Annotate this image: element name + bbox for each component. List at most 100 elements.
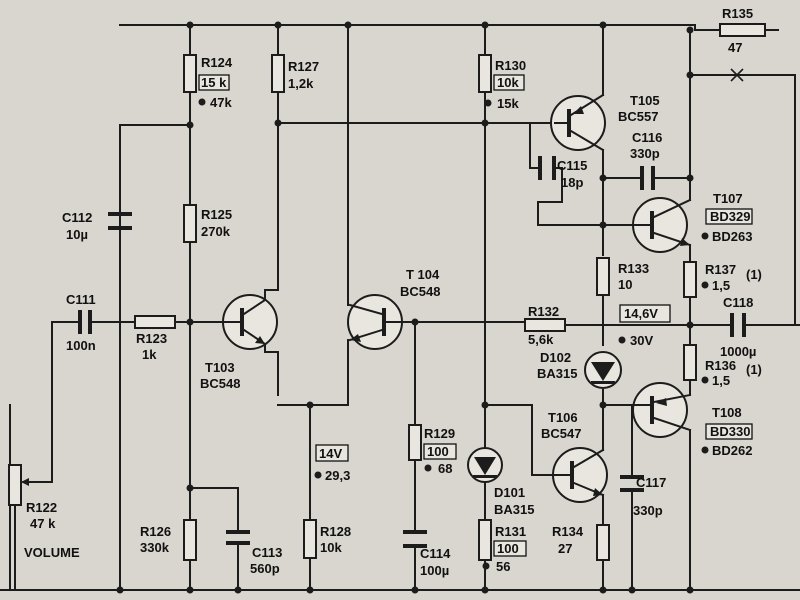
value-c116: 330p <box>630 146 660 161</box>
resistor-r122 <box>8 464 22 506</box>
type-t105: BC557 <box>618 109 658 124</box>
value-r128: 10k <box>320 540 342 555</box>
label-r127: R127 <box>288 59 319 74</box>
resistor-r131 <box>478 519 492 561</box>
junction <box>186 586 194 594</box>
value-boxes <box>198 74 753 557</box>
transistors <box>221 93 692 503</box>
junction <box>411 318 419 326</box>
label-r134: R134 <box>552 524 584 539</box>
type-t103: BC548 <box>200 376 240 391</box>
value-c118: 1000µ <box>720 344 756 359</box>
value-r132: 5,6k <box>528 332 554 347</box>
value-c112: 10µ <box>66 227 88 242</box>
capacitor-c118 <box>730 313 746 337</box>
value-r124: 15 k <box>201 75 227 90</box>
note-r136: (1) <box>746 362 762 377</box>
label-t108: T108 <box>712 405 742 420</box>
label-c114: C114 <box>420 546 451 561</box>
resistors <box>8 23 766 561</box>
transistor-t105 <box>550 93 606 152</box>
label-r135: R135 <box>722 6 753 21</box>
resistor-r126 <box>183 519 197 561</box>
label-c112: C112 <box>62 210 92 225</box>
transistor-t108 <box>631 382 692 438</box>
value-r137: 1,5 <box>712 278 730 293</box>
value-r136: 1,5 <box>712 373 730 388</box>
capacitor-c113 <box>226 530 250 545</box>
value-r130: 10k <box>497 75 519 90</box>
value-r126: 330k <box>140 540 170 555</box>
value-c111: 100n <box>66 338 96 353</box>
capacitor-c114 <box>403 530 427 548</box>
value-r129: 100 <box>427 444 449 459</box>
capacitor-c116 <box>640 166 655 190</box>
label-r130: R130 <box>495 58 526 73</box>
alt-value-r130: 15k <box>497 96 519 111</box>
junction <box>116 586 124 594</box>
resistor-r124 <box>183 54 197 93</box>
cross-mark <box>730 68 744 82</box>
label-c113: C113 <box>252 545 282 560</box>
junction <box>274 119 282 127</box>
label-r126: R126 <box>140 524 171 539</box>
junction <box>186 121 194 129</box>
junction <box>411 586 419 594</box>
labels: R135 47 R124 15 k 47k R127 1,2k R130 10k… <box>24 6 762 578</box>
junction <box>481 21 489 29</box>
voltage-14v: 14V <box>319 446 342 461</box>
voltage-14-6v: 14,6V <box>624 306 658 321</box>
diode-d102 <box>584 351 622 389</box>
label-r128: R128 <box>320 524 351 539</box>
junction <box>481 401 489 409</box>
label-r125: R125 <box>201 207 232 222</box>
resistor-r125 <box>183 204 197 243</box>
note-r137: (1) <box>746 267 762 282</box>
type-d101: BA315 <box>494 502 534 517</box>
label-r129: R129 <box>424 426 455 441</box>
type-d102: BA315 <box>537 366 577 381</box>
alt-value-r129: 68 <box>438 461 452 476</box>
junction <box>306 401 314 409</box>
junction <box>481 119 489 127</box>
junction <box>306 586 314 594</box>
value-r133: 10 <box>618 277 632 292</box>
capacitor-c115 <box>538 156 556 180</box>
voltage-29-3: 29,3 <box>325 468 350 483</box>
value-c114: 100µ <box>420 563 449 578</box>
label-r122: R122 <box>26 500 57 515</box>
alt-value-r124: 47k <box>210 95 232 110</box>
alt-type-t107: BD263 <box>712 229 752 244</box>
transistor-t103 <box>221 294 278 350</box>
resistor-r127 <box>271 54 285 93</box>
capacitors <box>78 124 746 548</box>
label-c111: C111 <box>66 292 96 307</box>
junction <box>186 21 194 29</box>
type-t106: BC547 <box>541 426 581 441</box>
type-t107: BD329 <box>710 209 750 224</box>
capacitor-c112 <box>108 124 132 323</box>
value-c113: 560p <box>250 561 280 576</box>
label-c115: C115 <box>557 158 587 173</box>
junctions <box>116 21 694 594</box>
resistor-r123 <box>134 315 176 329</box>
alt-value-r131: 56 <box>496 559 510 574</box>
capacitor-c117 <box>620 475 644 492</box>
label-c117: C117 <box>636 475 666 490</box>
type-t108: BD330 <box>710 424 750 439</box>
label-d101: D101 <box>494 485 525 500</box>
value-c117: 330p <box>633 503 663 518</box>
transistor-t104 <box>347 294 403 350</box>
junction <box>481 586 489 594</box>
junction <box>599 401 607 409</box>
label-c116: C116 <box>632 130 662 145</box>
junction <box>599 221 607 229</box>
value-bullets <box>198 98 709 570</box>
value-r134: 27 <box>558 541 572 556</box>
alt-type-t108: BD262 <box>712 443 752 458</box>
resistor-r132 <box>524 318 566 332</box>
label-r136: R136 <box>705 358 736 373</box>
value-c115: 18p <box>561 175 583 190</box>
label-t107: T107 <box>713 191 743 206</box>
